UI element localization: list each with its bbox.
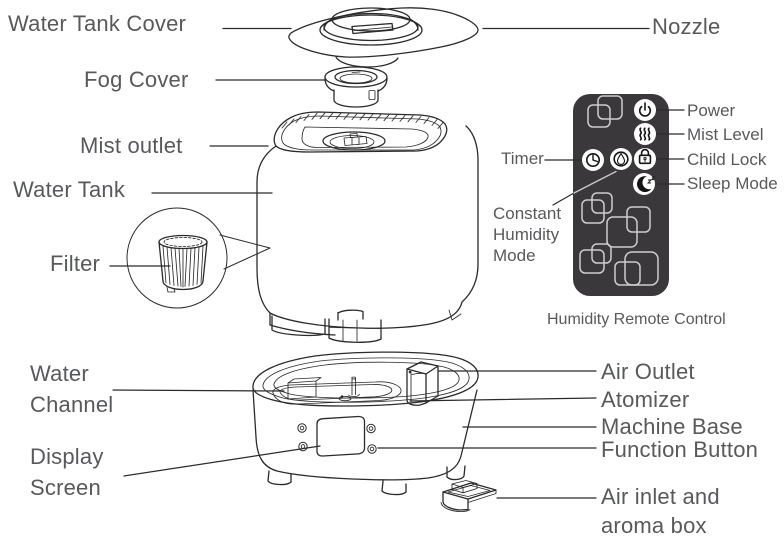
remote-timer-button [582, 149, 604, 171]
label-filter: Filter [50, 251, 101, 276]
machine-base-drawing [252, 351, 479, 496]
label-mist-outlet: Mist outlet [80, 133, 183, 158]
label-function-button: Function Button [601, 437, 759, 462]
label-display-screen-line2: Screen [30, 475, 101, 500]
leader-constant-humidity-inner [573, 170, 617, 194]
remote-child-lock-button [634, 148, 656, 170]
label-fog-cover: Fog Cover [84, 67, 189, 92]
label-constant-humidity-line1: Constant [493, 204, 562, 223]
atomizer-drawing [348, 376, 360, 398]
remote-mist-level-button [634, 123, 656, 145]
label-power: Power [687, 101, 736, 120]
label-timer: Timer [501, 149, 544, 168]
label-mist-level: Mist Level [687, 125, 764, 144]
water-channel-drawing [272, 377, 402, 405]
filter-callout [126, 207, 271, 309]
remote-body [573, 94, 669, 296]
aroma-box-drawing [440, 480, 497, 512]
leader-display-screen [123, 445, 321, 477]
label-water-channel-line2: Channel [30, 392, 114, 417]
label-air-outlet: Air Outlet [601, 359, 695, 384]
label-atomizer: Atomizer [601, 387, 690, 412]
label-water-channel-line1: Water [30, 361, 89, 386]
label-air-inlet-line2: aroma box [601, 513, 707, 538]
leader-lines [109, 27, 685, 499]
label-constant-humidity-line2: Humidity [493, 225, 560, 244]
power-icon [638, 102, 652, 117]
display-screen-drawing [316, 415, 366, 457]
water-tank-drawing [256, 111, 479, 343]
air-outlet-drawing [406, 361, 439, 406]
label-water-tank-cover: Water Tank Cover [8, 11, 187, 36]
label-constant-humidity-mode: Constant Humidity Mode [493, 203, 561, 266]
label-display-screen-line1: Display [30, 444, 104, 469]
remote-power-button [634, 99, 656, 121]
child-lock-icon [638, 148, 652, 165]
remote-decor-squares [579, 95, 659, 286]
fog-cover-drawing [324, 66, 388, 108]
nozzle-drawing [319, 7, 423, 46]
leader-constant-humidity-outer [552, 192, 575, 206]
leader-water-channel [112, 389, 285, 392]
function-buttons-drawing [297, 423, 377, 454]
remote-control-drawing [573, 94, 669, 296]
remote-constant-humidity-button [610, 148, 632, 170]
sleep-mode-icon [637, 176, 656, 193]
remote-sleep-mode-button [633, 173, 656, 195]
label-air-inlet-aroma-box: Air inlet and aroma box [601, 482, 720, 540]
water-tank-cover-drawing [288, 7, 479, 68]
label-constant-humidity-line3: Mode [493, 246, 536, 265]
label-air-inlet-line1: Air inlet and [601, 484, 720, 509]
label-sleep-mode: Sleep Mode [687, 174, 778, 193]
label-machine-base: Machine Base [601, 414, 743, 439]
mist-level-icon [639, 127, 651, 141]
filter-drawing [158, 234, 208, 293]
label-water-channel: Water Channel [30, 358, 113, 420]
label-water-tank: Water Tank [13, 177, 126, 202]
label-display-screen: Display Screen [30, 441, 104, 503]
remote-caption: Humidity Remote Control [547, 311, 726, 328]
leader-atomizer [409, 397, 597, 402]
timer-icon [585, 153, 600, 168]
label-nozzle: Nozzle [652, 14, 721, 39]
label-child-lock: Child Lock [687, 150, 767, 169]
water-drop-icon [613, 151, 629, 167]
